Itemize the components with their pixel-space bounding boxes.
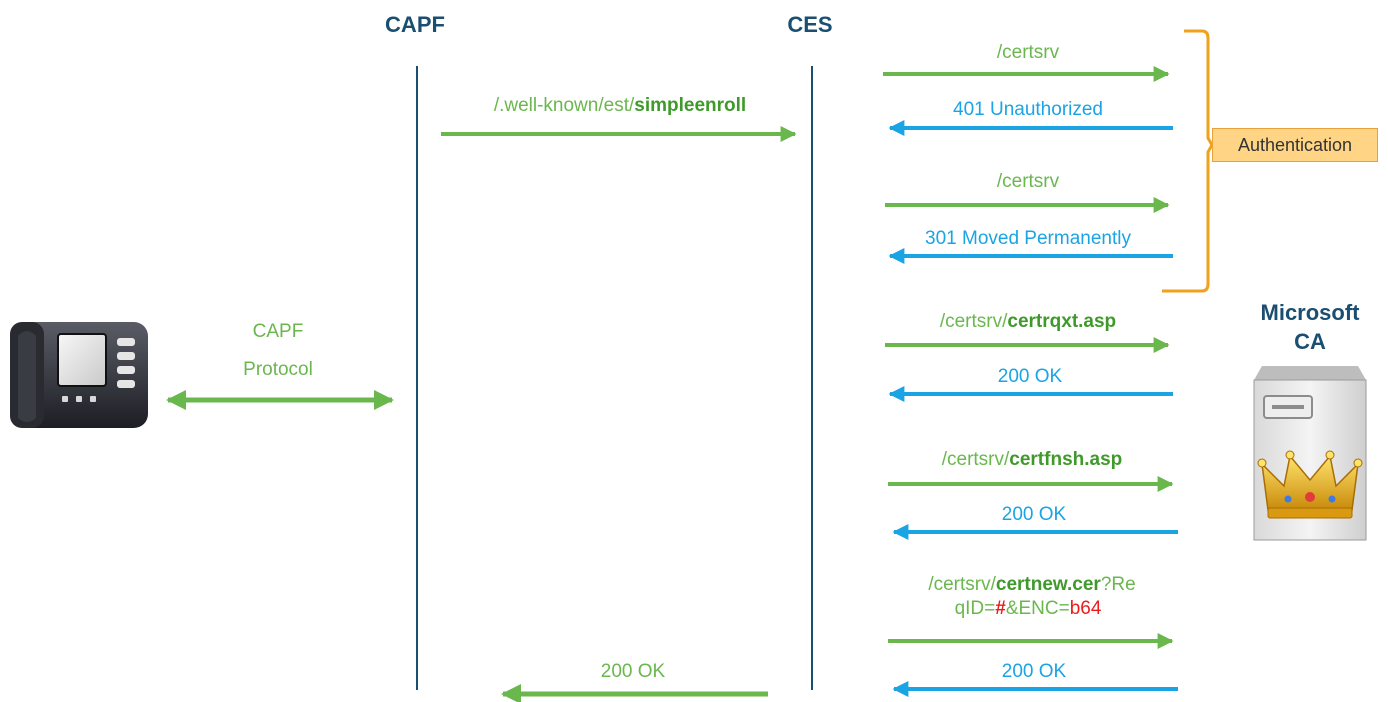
- capf-header: CAPF: [385, 12, 445, 37]
- msg9-label-line2: qID=#&ENC=b64: [955, 598, 1102, 619]
- phone-link-label-line2: Protocol: [243, 359, 313, 380]
- ca-label-line2: CA: [1294, 329, 1326, 354]
- msg9-label-line1: /certsrv/certnew.cer?Re: [928, 574, 1135, 595]
- ip-phone-icon: [10, 322, 148, 428]
- msg6-label: 200 OK: [998, 366, 1063, 387]
- authentication-label: Authentication: [1212, 128, 1378, 162]
- msg5-label: /certsrv/certrqxt.asp: [940, 311, 1116, 332]
- simpleenroll-request-label: /.well-known/est/simpleenroll: [494, 95, 746, 116]
- ca-server-icon: [1253, 366, 1367, 541]
- crown-icon: [1257, 450, 1363, 519]
- ca-label-line1: Microsoft: [1261, 300, 1361, 325]
- phone-link-label-line1: CAPF: [253, 321, 304, 342]
- msg1-label: /certsrv: [997, 42, 1060, 63]
- msg8-label: 200 OK: [1002, 504, 1067, 525]
- msg3-label: /certsrv: [997, 171, 1060, 192]
- msg2-label: 401 Unauthorized: [953, 99, 1103, 120]
- msg10-label: 200 OK: [1002, 661, 1067, 682]
- msg4-label: 301 Moved Permanently: [925, 228, 1131, 249]
- msg7-label: /certsrv/certfnsh.asp: [942, 449, 1123, 470]
- authentication-bracket: [1162, 29, 1214, 293]
- ces-header: CES: [787, 12, 832, 37]
- capf-response-label: 200 OK: [601, 661, 666, 682]
